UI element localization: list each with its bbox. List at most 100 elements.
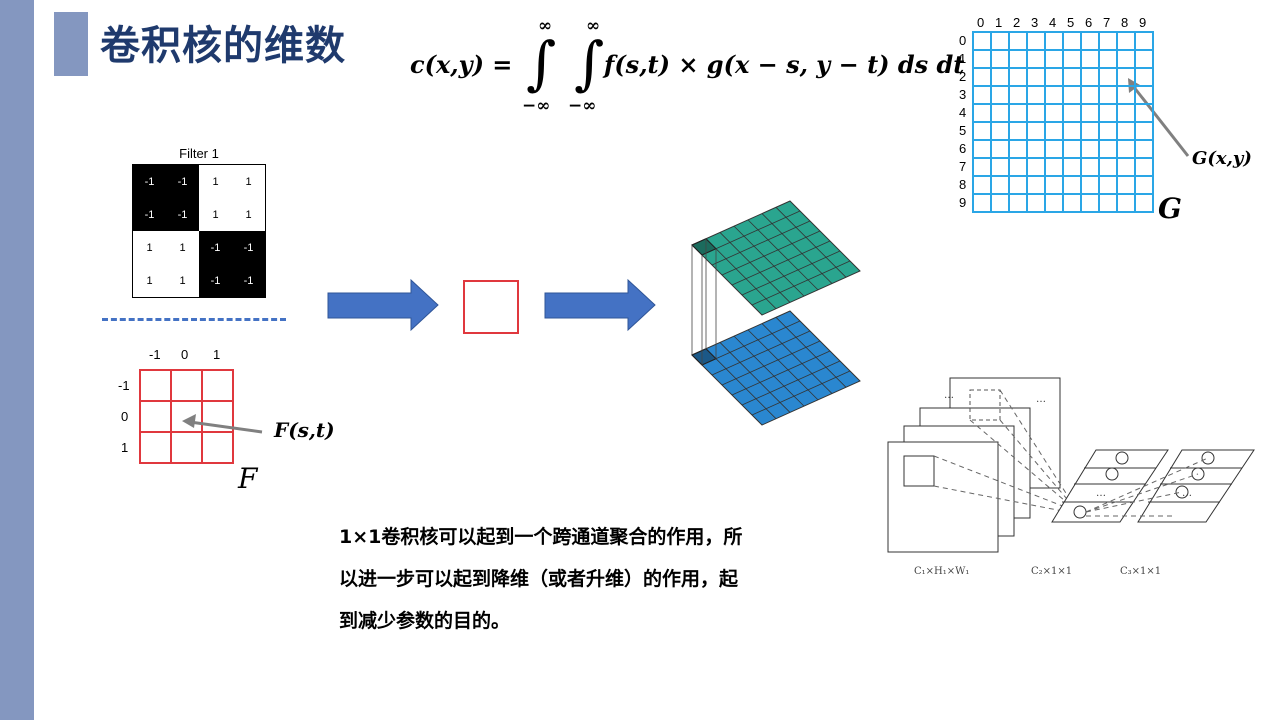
g-grid-cell [1136,195,1154,213]
filter-cell: 1 [232,165,265,198]
g-row-label: 1 [959,51,967,66]
g-grid-cell [1118,195,1136,213]
g-grid-cell [1046,195,1064,213]
g-grid-cell [974,33,992,51]
svg-text:…: … [1182,488,1192,499]
integral-sign-2: ∫ [574,29,605,97]
g-grid-cell [1082,87,1100,105]
f-col-label: 1 [213,347,221,362]
neuron [1073,505,1087,519]
convolution-formula: c(x,y) = ∫ ∫ ∞ ∞ −∞ −∞ f(s,t) × g(x − s,… [410,10,970,120]
neuron [1105,467,1119,481]
plane-grid-line [751,370,851,416]
neuron [1115,451,1129,465]
g-grid-cell [1136,87,1154,105]
filter-cell: -1 [166,165,199,198]
g-grid-cell [1136,159,1154,177]
filter-cell: -1 [133,198,166,231]
g-grid-cell [1010,141,1028,159]
g-grid-cell [1082,123,1100,141]
g-grid-cell [992,51,1010,69]
filter-cell: 1 [232,198,265,231]
g-row-label: 0 [959,33,967,48]
formula-integrand: f(s,t) × g(x − s, y − t) ds dt [604,50,965,79]
plane-grid-line [721,230,821,276]
g-grid-cell [1118,123,1136,141]
g-col-label: 9 [1139,15,1147,30]
plane-grid-line [705,238,777,309]
feature-map-layer [887,441,999,553]
g-grid-cell [1010,87,1028,105]
g-col-label: 0 [977,15,985,30]
g-col-label: 1 [995,15,1003,30]
g-grid-cell [1046,87,1064,105]
g-grid-cell [1046,105,1064,123]
g-grid-cell [992,123,1010,141]
g-grid-cell [1118,87,1136,105]
g-grid-cell [1064,105,1082,123]
filter-cell: 1 [199,198,232,231]
g-grid-cell [1028,69,1046,87]
g-grid-cell [1046,177,1064,195]
g-grid-cell [1028,159,1046,177]
f-pointer-arrowhead [182,414,196,428]
g-col-label: 5 [1067,15,1075,30]
right-arrow-2 [544,278,656,332]
g-grid-cell [1028,177,1046,195]
g-grid-cell [1064,177,1082,195]
g-grid-cell [1136,177,1154,195]
g-grid-cell [974,123,992,141]
g-pointer-label: G(x,y) [1192,148,1252,169]
g-grid-cell [1028,195,1046,213]
plane-grid-line [761,213,833,284]
g-grid-cell [1046,33,1064,51]
g-row-label: 8 [959,177,967,192]
filter-cell: -1 [232,264,265,297]
g-grid-cell [974,177,992,195]
plane-grid-line [731,240,831,286]
plane-grid-line [719,232,791,303]
g-grid-cell [992,87,1010,105]
g-grid-cell [1100,69,1118,87]
f-col-label: -1 [149,347,161,362]
filter-cell: -1 [199,264,232,297]
receptive-patch [903,455,935,487]
title-accent-block [54,12,88,76]
g-grid-cell [1046,69,1064,87]
g-grid-cell [1118,69,1136,87]
plane-grid-line [701,320,801,366]
g-grid-cell [1136,105,1154,123]
g-grid-cell [1082,141,1100,159]
lower-bound-1: −∞ [522,96,551,116]
filter-title: Filter 1 [179,146,219,161]
g-grid-cell [1082,33,1100,51]
filter-cell: -1 [232,231,265,264]
g-col-label: 3 [1031,15,1039,30]
g-grid-cell [1082,177,1100,195]
neuron [1175,485,1189,499]
g-grid-cell [1064,123,1082,141]
g-grid-cell [974,105,992,123]
filter-cell: -1 [166,198,199,231]
g-grid-cell [1010,51,1028,69]
page-title: 卷积核的维数 [100,23,346,69]
receptive-patch-back [969,389,1001,421]
g-grid-cell [1028,105,1046,123]
g-grid-cell [1064,87,1082,105]
g-grid-cell [1010,123,1028,141]
g-grid-cell [1100,87,1118,105]
neuron [1201,451,1215,465]
g-grid-cell [1046,159,1064,177]
f-pointer-label: F(s,t) [274,418,335,442]
diagram-label-c2: C₂×1×1 [1031,566,1073,577]
one-by-one-kernel [463,280,519,334]
image-g-grid [972,31,1154,213]
g-grid-cell [1064,195,1082,213]
g-grid-cell [1118,51,1136,69]
g-grid-cell [974,69,992,87]
plane-grid-line [741,360,841,406]
g-grid-cell [992,105,1010,123]
g-grid-cell [992,69,1010,87]
output-plane [691,200,861,316]
g-pointer-arrow [1131,85,1190,157]
